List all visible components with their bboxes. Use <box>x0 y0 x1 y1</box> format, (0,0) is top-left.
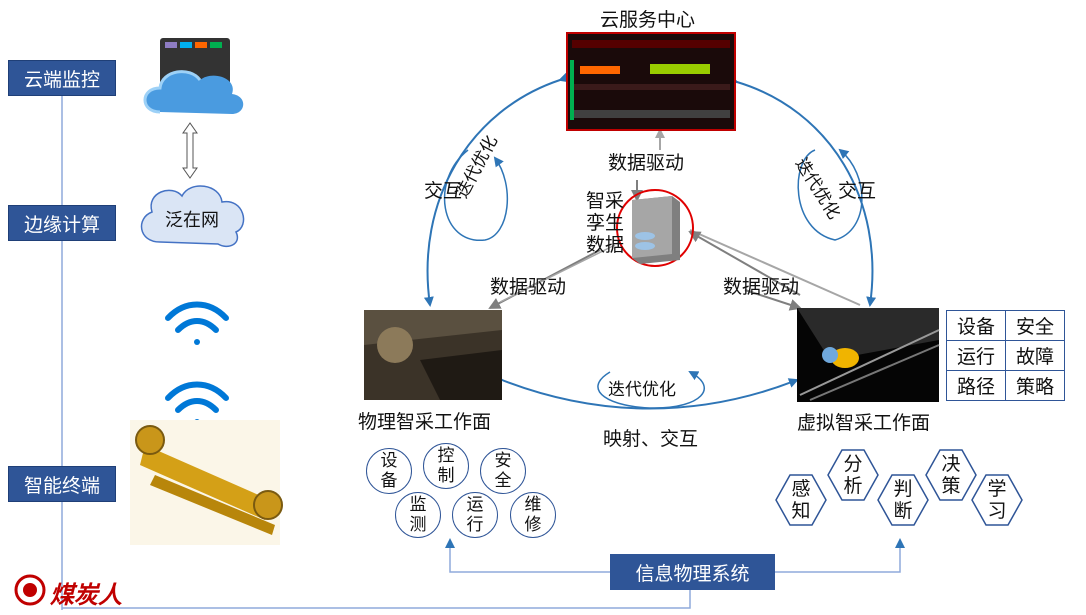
iter-bottom-label: 迭代优化 <box>608 380 676 400</box>
hex-label-2: 分析 <box>843 453 863 497</box>
physical-circle-2: 控制 <box>423 443 469 489</box>
table-cell: 故障 <box>1005 340 1065 371</box>
layer-label-cloud: 云端监控 <box>8 60 116 96</box>
virtual-attribute-table: 设备 安全 运行 故障 路径 策略 <box>946 310 1065 401</box>
map-interact-label: 映射、交互 <box>603 428 699 450</box>
hex-group <box>775 449 1023 526</box>
physical-circle-1: 设备 <box>366 448 412 494</box>
hex-label-3: 判断 <box>893 478 913 522</box>
loop-right <box>797 148 863 241</box>
virtual-face-title: 虚拟智采工作面 <box>797 412 931 434</box>
loop-bottom <box>597 371 705 409</box>
twin-line-1: 智采 <box>585 190 624 212</box>
cps-label: 信息物理系统 <box>610 554 775 590</box>
digital-twin-server-icon <box>616 189 694 267</box>
twin-line-2: 孪生 <box>585 212 624 234</box>
table-cell: 安全 <box>1005 310 1065 341</box>
hex-label-1: 感知 <box>791 478 811 522</box>
physical-circle-3: 安全 <box>480 448 526 494</box>
interact-left-label: 交互 <box>424 180 463 202</box>
logo-text: 煤炭人 <box>50 581 122 609</box>
cloud-service-screen <box>566 32 736 131</box>
internet-label: 泛在网 <box>165 210 219 231</box>
shearer-machine-icon <box>130 420 283 545</box>
physical-circle-4: 监测 <box>395 492 441 538</box>
cloud-center-title: 云服务中心 <box>600 9 696 31</box>
internet-cloud-icon <box>140 185 245 248</box>
physical-face-title: 物理智采工作面 <box>358 411 492 433</box>
loop-left <box>443 149 508 241</box>
table-cell: 设备 <box>946 310 1006 341</box>
hex-label-5: 学习 <box>987 478 1007 522</box>
wifi-icon-1 <box>165 301 229 345</box>
arc-right <box>727 74 877 307</box>
physical-circle-5: 运行 <box>452 492 498 538</box>
data-driven-right-label: 数据驱动 <box>723 276 800 298</box>
twin-line-3: 数据 <box>585 234 624 256</box>
physical-face-photo <box>364 310 502 400</box>
data-driven-left-label: 数据驱动 <box>490 276 567 298</box>
layer-label-edge: 边缘计算 <box>8 205 116 241</box>
table-cell: 路径 <box>946 370 1006 401</box>
digital-twin-label: 智采 孪生 数据 <box>585 190 625 256</box>
logo-mark-icon <box>14 574 46 606</box>
table-cell: 策略 <box>1005 370 1065 401</box>
wifi-icon-2 <box>165 381 229 425</box>
cloud-server-icon <box>143 38 244 114</box>
double-arrow-icon <box>182 122 198 179</box>
layer-label-terminal: 智能终端 <box>8 466 116 502</box>
interact-right-label: 交互 <box>838 180 877 202</box>
table-cell: 运行 <box>946 340 1006 371</box>
physical-circle-6: 维修 <box>510 492 556 538</box>
virtual-face-render <box>797 308 940 402</box>
hex-label-4: 决策 <box>941 453 961 497</box>
data-driven-top-label: 数据驱动 <box>608 152 685 174</box>
